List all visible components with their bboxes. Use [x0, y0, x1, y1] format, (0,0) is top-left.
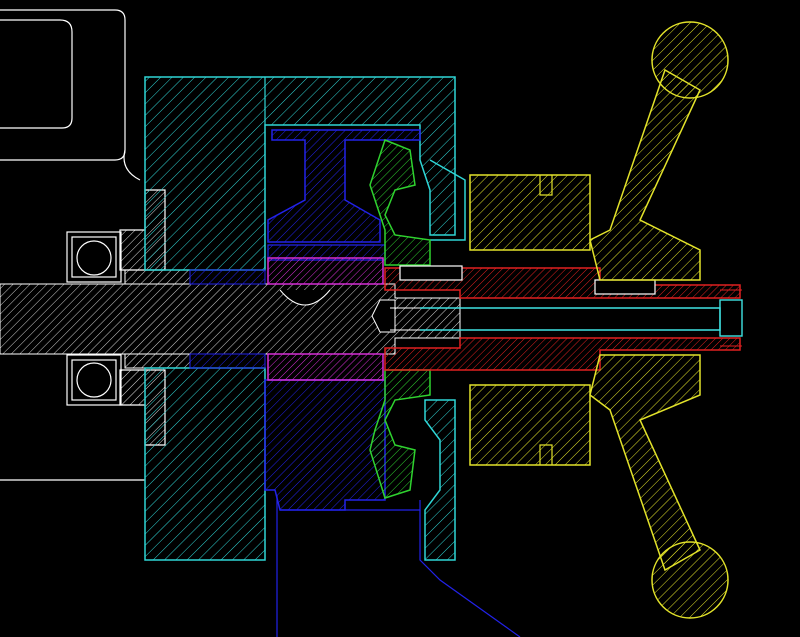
key-slots [399, 265, 656, 295]
gear-housing [144, 76, 466, 561]
ball-bearing-bottom [66, 354, 122, 406]
main-shaft [0, 283, 461, 355]
clamping-bolt [390, 299, 743, 337]
handwheel [589, 21, 729, 619]
bushing [267, 257, 384, 381]
gear-carrier [189, 129, 521, 637]
ball-bearing-top [66, 231, 122, 283]
machine-frame-outline [0, 9, 145, 481]
bevel-gear [369, 139, 431, 499]
adjusting-nut [469, 174, 591, 466]
